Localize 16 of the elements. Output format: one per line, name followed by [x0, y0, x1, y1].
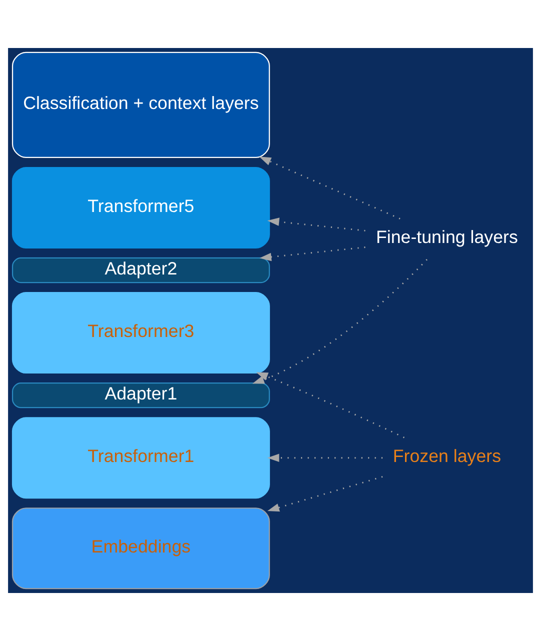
node-text: Frozen layers: [392, 446, 502, 466]
node-box: Classification + context layers: [12, 51, 270, 158]
arrow: [252, 258, 428, 384]
arrow: [256, 372, 405, 438]
node-box: Transformer1: [12, 416, 270, 498]
node-box: Transformer5: [12, 166, 270, 248]
arrow: [260, 246, 366, 261]
node-box: Transformer3: [12, 292, 270, 374]
arrow: [267, 217, 366, 231]
node-box: Adapter2: [12, 256, 270, 283]
node-box: Embeddings: [12, 507, 270, 589]
arrow: [267, 476, 383, 512]
node-text: Fine-tuning layers: [376, 226, 518, 247]
arrow: [267, 453, 383, 462]
arrow: [259, 156, 400, 219]
node-box: Adapter1: [12, 382, 270, 408]
